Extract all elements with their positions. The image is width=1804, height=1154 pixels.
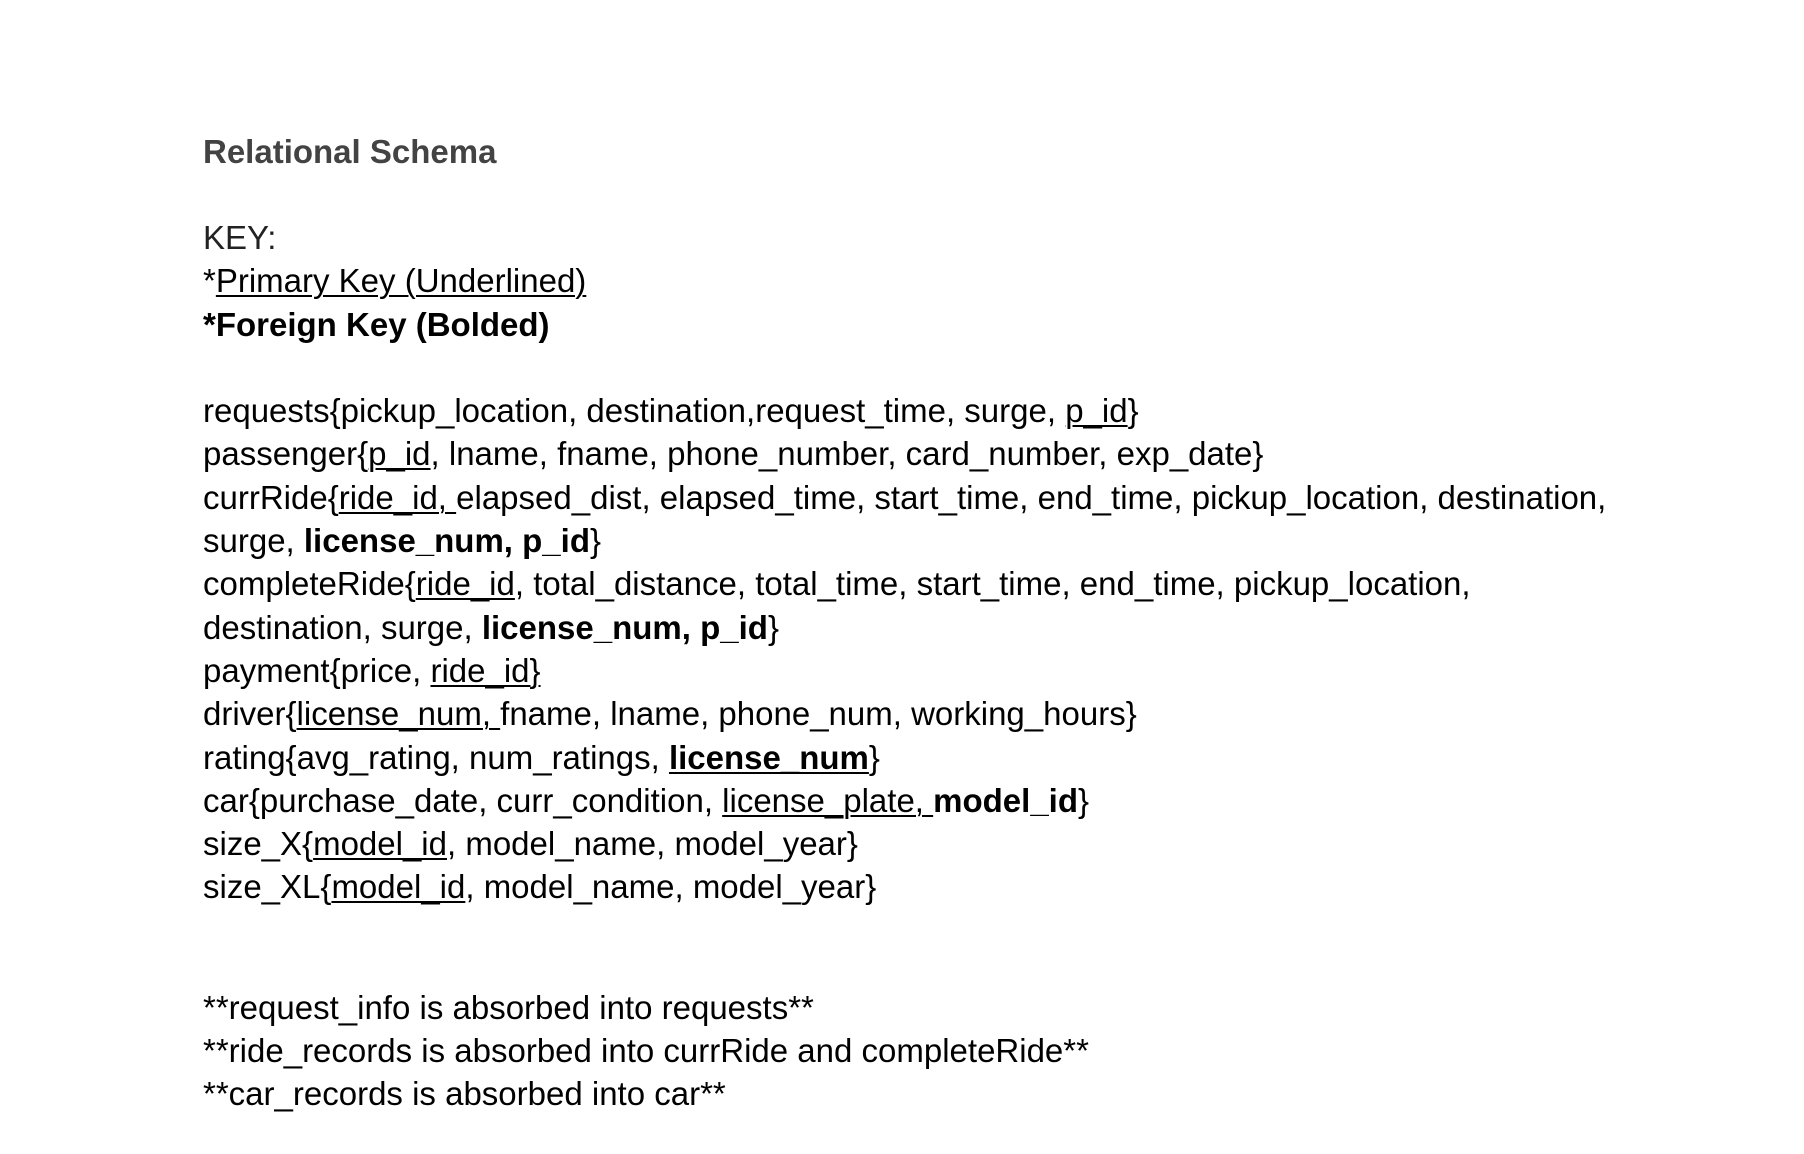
schema-text-run: } [1078,781,1090,819]
spacer [203,346,1763,389]
schema-text-run: license_num, p_id [481,608,768,646]
note-line: **request_info is absorbed into requests… [203,988,814,1026]
schema-text-run: ride_id} [430,651,541,689]
schema-text-run: model_id [331,868,466,906]
schema-text-run: } [589,522,602,560]
schema-text-run: surge, [203,522,304,560]
schema-text-run: p_id [368,435,431,473]
schema-text-run: license_plate, [722,781,934,819]
schema-text-run: model_id [313,825,447,863]
schema-text-run: size_X{ [203,825,314,863]
schema-text-run: ride_id [415,565,515,603]
schema-line: size_XL{model_id, model_name, model_year… [203,865,1763,908]
schema-text-run: passenger{ [203,435,369,473]
schema-line: surge, license_num, p_id} [203,519,1763,562]
schema-text-run: completeRide{ [203,565,416,603]
schema-text-run: destination, surge, [203,608,482,646]
schema-text-run: p_id [1065,392,1128,430]
schema-list: requests{pickup_location, destination,re… [203,389,1763,909]
schema-text-run: driver{ [203,695,297,733]
schema-line: size_X{model_id, model_name, model_year} [203,822,1763,865]
schema-line: car{purchase_date, curr_condition, licen… [203,779,1763,822]
schema-line: rating{avg_rating, num_ratings, license_… [203,736,1763,779]
schema-text-run: , model_name, model_year} [465,868,877,906]
schema-text-run: } [1127,392,1139,430]
schema-text-run: , model_name, model_year} [447,825,858,863]
schema-text-run: license_num, p_id [303,522,590,560]
schema-line: payment{price, ride_id} [203,649,1763,692]
schema-text-run: size_XL{ [203,868,332,906]
schema-text-run: } [767,608,779,646]
schema-line: completeRide{ride_id, total_distance, to… [203,562,1763,605]
schema-line: destination, surge, license_num, p_id} [203,606,1763,649]
schema-text-run: license_num, [296,695,501,733]
key-heading: KEY: [203,219,277,256]
schema-text-run: ride_id, [338,478,457,516]
schema-line: currRide{ride_id, elapsed_dist, elapsed_… [203,476,1763,519]
notes-list: **request_info is absorbed into requests… [203,986,1763,1116]
schema-line: driver{license_num, fname, lname, phone_… [203,692,1763,735]
schema-text-run: payment{price, [203,651,431,689]
schema-line: requests{pickup_location, destination,re… [203,389,1763,432]
schema-text-run: , lname, fname, phone_number, card_numbe… [430,435,1264,473]
schema-text-run: elapsed_dist, elapsed_time, start_time, … [456,478,1607,516]
schema-text-run: rating{avg_rating, num_ratings, [203,738,669,776]
schema-text-run: currRide{ [203,478,339,516]
schema-text-run: fname, lname, phone_num, working_hours} [500,695,1137,733]
schema-text-run: , total_distance, total_time, start_time… [514,565,1471,603]
key-primary-label: Primary Key (Underlined) [215,262,587,300]
schema-line: passenger{p_id, lname, fname, phone_numb… [203,432,1763,475]
key-primary-prefix: * [203,262,216,300]
note-line: **ride_records is absorbed into currRide… [203,1032,1089,1070]
schema-text-run: car{purchase_date, curr_condition, [203,781,723,819]
schema-text-run: model_id [933,781,1078,819]
document-title: Relational Schema [203,133,497,170]
schema-text-run: } [868,738,880,776]
spacer [203,909,1763,986]
key-primary: *Primary Key (Underlined) [203,259,1763,302]
key-foreign: *Foreign Key (Bolded) [203,305,550,343]
note-line: **car_records is absorbed into car** [203,1075,726,1113]
schema-text-run: license_num [668,738,869,776]
schema-text-run: requests{pickup_location, destination,re… [203,392,1066,430]
document-page: Relational Schema KEY: *Primary Key (Und… [203,130,1763,1116]
